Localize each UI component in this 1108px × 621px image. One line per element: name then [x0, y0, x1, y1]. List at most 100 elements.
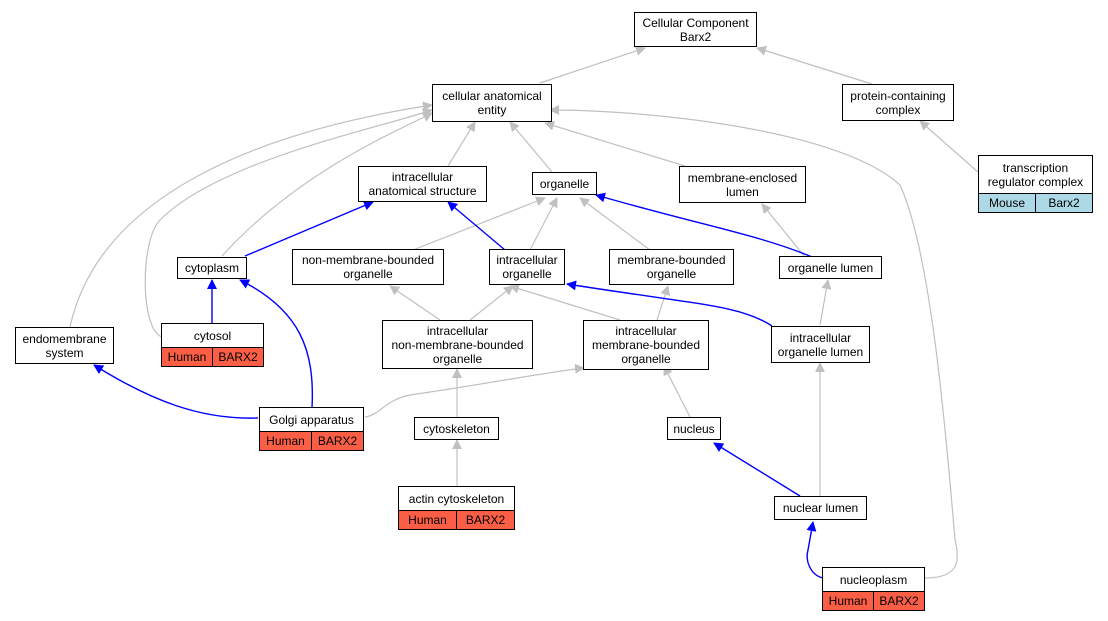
node-nucleoplasm[interactable]: nucleoplasm Human BARX2 — [822, 567, 925, 611]
gene-tag: Barx2 — [1035, 194, 1092, 212]
node-tags: Human BARX2 — [823, 591, 924, 610]
edge-inmbo-iorg — [469, 285, 514, 321]
edge-pcc-root — [756, 45, 873, 85]
edge-inmbo-nmbo — [389, 285, 441, 321]
edge-cytosol-cae — [144, 108, 433, 338]
node-label: cellular anatomical — [442, 89, 542, 103]
node-cytoskeleton[interactable]: cytoskeleton — [414, 417, 499, 440]
node-tags: Human BARX2 — [260, 431, 363, 450]
edge-ias-cae — [447, 121, 476, 167]
node-label: intracellular — [789, 330, 852, 345]
node-cytosol[interactable]: cytosol Human BARX2 — [161, 323, 264, 367]
node-cytoplasm[interactable]: cytoplasm — [177, 257, 247, 279]
node-tags: Human BARX2 — [399, 510, 514, 529]
node-label: entity — [477, 103, 507, 117]
node-label-line: regulator complex — [987, 174, 1084, 189]
node-cellular-component-barx2[interactable]: Cellular Component Barx2 — [634, 12, 757, 47]
node-nucleus[interactable]: nucleus — [667, 417, 721, 440]
species-tag: Human — [260, 432, 311, 450]
node-label: cytosol — [193, 328, 232, 343]
node-membrane-enclosed-lumen[interactable]: membrane-enclosed lumen — [679, 166, 806, 203]
edge-imbo-mbo — [656, 285, 670, 321]
node-intracellular-membrane-bounded-organelle[interactable]: intracellular membrane-bounded organelle — [583, 320, 709, 370]
node-label: nuclear lumen — [782, 501, 859, 515]
node-label: membrane-enclosed — [687, 170, 798, 185]
gene-tag: BARX2 — [212, 348, 263, 366]
node-intracellular-non-membrane-bounded-organelle[interactable]: intracellular non-membrane-bounded organ… — [382, 320, 533, 369]
node-label: organelle lumen — [777, 344, 864, 359]
edge-nucleo-cae — [549, 105, 958, 579]
node-organelle-lumen[interactable]: organelle lumen — [779, 256, 882, 279]
node-endomembrane-system[interactable]: endomembrane system — [15, 327, 114, 364]
node-label: non-membrane-bounded — [391, 337, 524, 352]
edge-iorg-ias — [447, 201, 506, 251]
edge-orgl-org — [595, 192, 813, 258]
gene-tag: BARX2 — [456, 511, 514, 529]
species-tag: Human — [162, 348, 212, 366]
node-label: non-membrane-bounded — [301, 253, 435, 267]
edge-cae-root — [539, 46, 646, 84]
edge-cyto-cae — [221, 112, 433, 257]
node-nuclear-lumen[interactable]: nuclear lumen — [774, 496, 867, 520]
species-tag: Mouse — [979, 194, 1035, 212]
node-label: actin cytoskeleton — [408, 491, 505, 506]
edge-imbo-iorg — [509, 283, 621, 321]
node-label: organelle — [646, 267, 697, 281]
node-label: cytoplasm — [184, 261, 240, 275]
edge-trc-pcc — [919, 120, 979, 173]
node-label: intracellular — [391, 170, 454, 184]
node-label: intracellular — [496, 253, 558, 267]
edge-nucleus-imbo — [663, 365, 691, 418]
node-label: organelle — [539, 176, 590, 191]
node-label: complex — [875, 102, 921, 117]
node-protein-containing-complex[interactable]: protein-containing complex — [842, 84, 954, 121]
node-label-line: transcription — [1002, 160, 1069, 175]
node-label: nucleus — [673, 421, 715, 436]
node-intracellular-anatomical-structure[interactable]: intracellular anatomical structure — [358, 166, 487, 202]
node-label: organelle lumen — [787, 260, 874, 275]
node-label: endomembrane — [22, 331, 107, 346]
node-label: lumen — [726, 184, 759, 199]
edge-nucleo-nlumen — [806, 521, 824, 579]
node-golgi-apparatus[interactable]: Golgi apparatus Human BARX2 — [259, 407, 364, 451]
node-label: protein-containing — [850, 88, 946, 103]
node-label: organelle — [343, 267, 393, 281]
node-label: Golgi apparatus — [269, 412, 354, 427]
node-label: intracellular — [615, 324, 677, 338]
edge-iorg-org — [529, 197, 558, 251]
node-transcription-regulator-complex[interactable]: transcription regulator complex Mouse Ba… — [978, 155, 1093, 213]
node-actin-cytoskeleton[interactable]: actin cytoskeleton Human BARX2 — [398, 486, 515, 530]
node-membrane-bounded-organelle[interactable]: membrane-bounded organelle — [609, 249, 734, 285]
node-label: anatomical structure — [368, 184, 477, 198]
node-label: membrane-bounded — [591, 338, 701, 352]
edge-endo-cae — [69, 101, 433, 328]
node-label: nucleoplasm — [839, 572, 908, 587]
node-label: membrane-bounded — [617, 253, 726, 267]
gene-tag: BARX2 — [873, 592, 924, 610]
edge-orgl-mel — [761, 203, 806, 258]
node-label: organelle — [432, 351, 483, 366]
node-label: organelle — [502, 267, 552, 281]
edge-org-cae — [509, 121, 553, 173]
edge-golgi-imbo — [364, 363, 585, 418]
edge-nlumen-nucleus — [713, 442, 801, 497]
node-cellular-anatomical-entity[interactable]: cellular anatomical entity — [432, 84, 552, 122]
edge-mbo-org — [579, 197, 651, 251]
edge-mel-cae — [544, 120, 686, 167]
edge-cyto-ias — [244, 200, 374, 257]
node-label: cytoskeleton — [423, 421, 490, 436]
edge-iol-orgl — [819, 279, 832, 326]
edge-iol-iorg — [566, 280, 773, 327]
node-non-membrane-bounded-organelle[interactable]: non-membrane-bounded organelle — [292, 249, 444, 285]
species-tag: Human — [823, 592, 873, 610]
node-label: organelle — [621, 352, 671, 366]
node-tags: Human BARX2 — [162, 347, 263, 366]
node-organelle[interactable]: organelle — [532, 172, 597, 195]
edge-golgi-cyto — [239, 279, 314, 409]
node-intracellular-organelle[interactable]: intracellular organelle — [489, 249, 565, 285]
gene-tag: BARX2 — [311, 432, 363, 450]
node-intracellular-organelle-lumen[interactable]: intracellular organelle lumen — [771, 326, 870, 363]
node-label: transcription regulator complex — [984, 156, 1087, 193]
edge-golgi-endo — [93, 364, 259, 419]
